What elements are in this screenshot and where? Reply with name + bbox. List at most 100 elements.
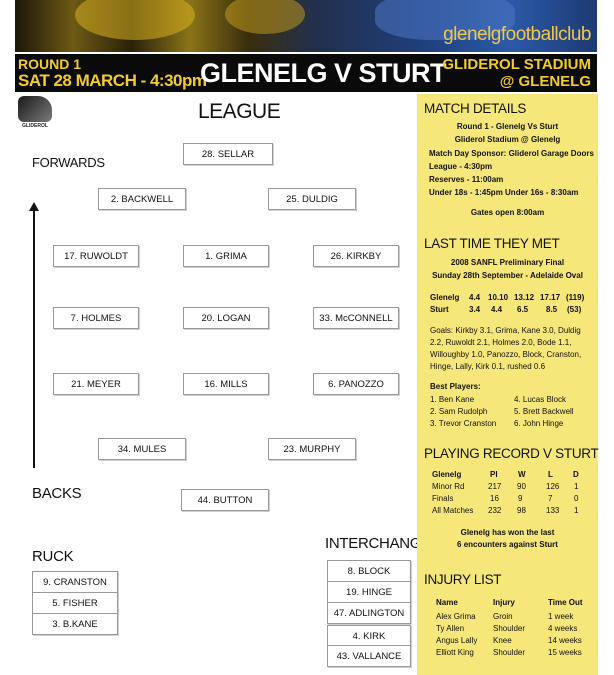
arrow-up-icon — [29, 202, 39, 211]
injury-cell: Ty Allen — [436, 624, 465, 633]
record-cell: 0 — [574, 494, 579, 503]
injury-list-heading: INJURY LIST — [424, 572, 502, 587]
interchange-player-box: 8. BLOCK — [327, 560, 411, 582]
banner-graphic — [375, 0, 515, 40]
team-heading: LEAGUE — [198, 100, 281, 123]
player-box: 33. McCONNELL — [313, 307, 399, 329]
best-player: 5. Brett Backwell — [514, 407, 574, 416]
best-player: 6. John Hinge — [514, 419, 564, 428]
record-cell: 133 — [546, 506, 560, 515]
record-cell: 217 — [488, 482, 502, 491]
score-quarter: 6.5 — [517, 305, 529, 314]
reserves-time: Reserves - 11:00am — [429, 175, 504, 184]
injury-cell: Shoulder — [493, 624, 526, 633]
record-header: W — [518, 470, 526, 479]
club-wordmark: glenelgfootballclub — [443, 24, 591, 45]
match-title: GLENELG V STURT — [200, 58, 447, 88]
injury-cell: 4 weeks — [548, 624, 578, 633]
record-cell: 9 — [518, 494, 523, 503]
player-box: 26. KIRKBY — [313, 245, 399, 267]
record-header: Glenelg — [432, 470, 462, 479]
league-time: League - 4:30pm — [429, 162, 493, 171]
score-quarter: 10.10 — [488, 293, 509, 302]
record-cell: All Matches — [432, 506, 474, 515]
interchange-player-box: 19. HINGE — [327, 581, 411, 603]
info-sidebar: MATCH DETAILS Round 1 - Glenelg Vs Sturt… — [417, 94, 599, 675]
injury-cell: Knee — [493, 636, 512, 645]
banner-graphic — [225, 0, 305, 34]
goals-line: Hinge, Lally, Kirk 0.1, rushed 0.6 — [430, 362, 546, 371]
injury-cell: Alex Grima — [436, 612, 476, 621]
round-label: ROUND 1 — [18, 56, 82, 72]
score-quarter: 8.5 — [546, 305, 558, 314]
record-cell: 1 — [574, 482, 579, 491]
best-players-heading: Best Players: — [430, 382, 481, 391]
injury-cell: 15 weeks — [548, 648, 582, 657]
forwards-label: FORWARDS — [32, 155, 105, 170]
match-date: SAT 28 MARCH - 4:30pm — [18, 71, 207, 90]
banner-graphic — [75, 0, 195, 40]
record-cell: 1 — [574, 506, 579, 515]
interchange-label: INTERCHANGE — [325, 535, 431, 552]
player-box: 21. MEYER — [53, 373, 139, 395]
player-box: 28. SELLAR — [183, 143, 273, 165]
match-details-line: Gliderol Stadium @ Glenelg — [454, 135, 561, 144]
injury-cell: Angus Lally — [436, 636, 478, 645]
match-header: ROUND 1 SAT 28 MARCH - 4:30pm GLENELG V … — [15, 54, 597, 92]
record-cell: 98 — [517, 506, 526, 515]
interchange-player-box: 47. ADLINGTON — [327, 602, 411, 624]
last-met-heading: LAST TIME THEY MET — [424, 236, 560, 251]
player-box: 23. MURPHY — [268, 438, 356, 460]
record-header: D — [573, 470, 579, 479]
best-player: 4. Lucas Block — [514, 395, 567, 404]
record-cell: 16 — [490, 494, 499, 503]
record-header: Pl — [490, 470, 498, 479]
record-note: 6 encounters against Sturt — [457, 540, 558, 549]
sponsor-logo-text: GLIDEROL — [22, 123, 48, 129]
player-box: 17. RUWOLDT — [53, 245, 139, 267]
player-box: 25. DULDIG — [268, 188, 356, 210]
interchange-player-box: 4. KIRK — [327, 625, 411, 647]
match-sponsor: Match Day Sponsor: Gliderol Garage Doors — [429, 149, 594, 158]
ruck-player-box: 9. CRANSTON — [32, 571, 118, 593]
player-box: 34. MULES — [98, 438, 186, 460]
record-cell: Minor Rd — [432, 482, 465, 491]
goals-line: Goals: Kirkby 3.1, Grima, Kane 3.0, Duld… — [430, 326, 581, 335]
junior-times: Under 18s - 1:45pm Under 16s - 8:30am — [429, 188, 579, 197]
injury-cell: Elliott King — [436, 648, 474, 657]
injury-header: Name — [436, 598, 458, 607]
score-team: Glenelg — [430, 293, 460, 302]
backs-label: BACKS — [32, 485, 82, 502]
score-quarter: 4.4 — [491, 305, 503, 314]
best-player: 2. Sam Rudolph — [430, 407, 488, 416]
record-cell: 90 — [517, 482, 526, 491]
best-player: 1. Ben Kane — [430, 395, 475, 404]
injury-cell: 14 weeks — [548, 636, 582, 645]
venue-location: @ GLENELG — [499, 73, 591, 90]
injury-header: Time Out — [548, 598, 583, 607]
goals-line: 2.2, Ruwoldt 2.1, Holmes 2.0, Bode 1.1, — [430, 338, 572, 347]
record-cell: 7 — [548, 494, 553, 503]
goals-line: Willoughby 1.0, Panozzo, Block, Cranston… — [430, 350, 582, 359]
score-total: (119) — [566, 293, 585, 302]
injury-cell: 1 week — [548, 612, 574, 621]
record-header: L — [548, 470, 553, 479]
playing-record-heading: PLAYING RECORD V STURT — [424, 446, 599, 461]
player-box: 16. MILLS — [183, 373, 269, 395]
injury-cell: Groin — [493, 612, 513, 621]
interchange-player-box: 43. VALLANCE — [327, 645, 411, 667]
ruck-player-box: 5. FISHER — [32, 592, 118, 614]
player-box: 6. PANOZZO — [313, 373, 399, 395]
venue-name: GLIDEROL STADIUM — [442, 56, 591, 73]
player-box: 1. GRIMA — [183, 245, 269, 267]
best-player: 3. Trevor Cranston — [430, 419, 497, 428]
field-direction-arrow — [29, 202, 39, 468]
injury-header: Injury — [493, 598, 515, 607]
last-met-date: Sunday 28th September - Adelaide Oval — [432, 271, 583, 280]
gliderol-logo-icon — [18, 96, 52, 122]
score-total: (53) — [567, 305, 582, 314]
score-quarter: 3.4 — [469, 305, 481, 314]
score-quarter: 13.12 — [514, 293, 535, 302]
record-note: Glenelg has won the last — [460, 528, 555, 537]
